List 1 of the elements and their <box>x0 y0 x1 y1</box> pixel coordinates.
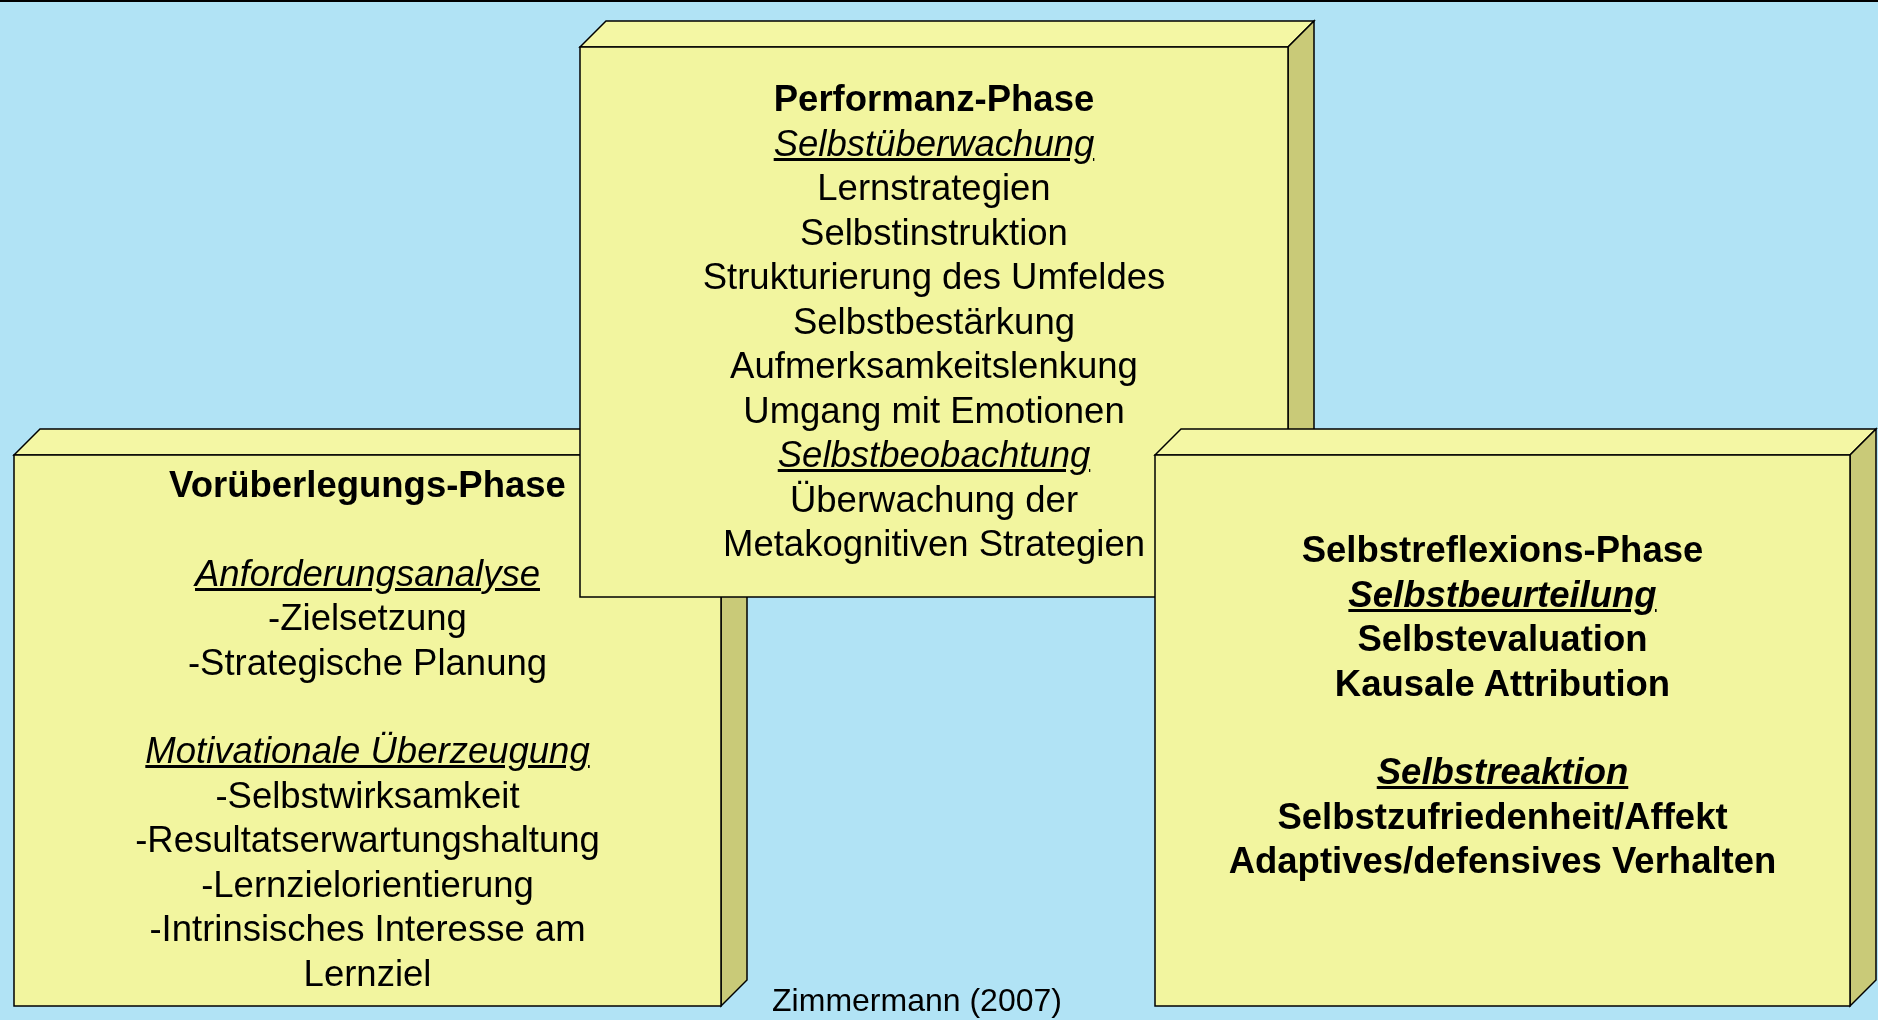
caption: Zimmermann (2007) <box>771 982 1063 1019</box>
